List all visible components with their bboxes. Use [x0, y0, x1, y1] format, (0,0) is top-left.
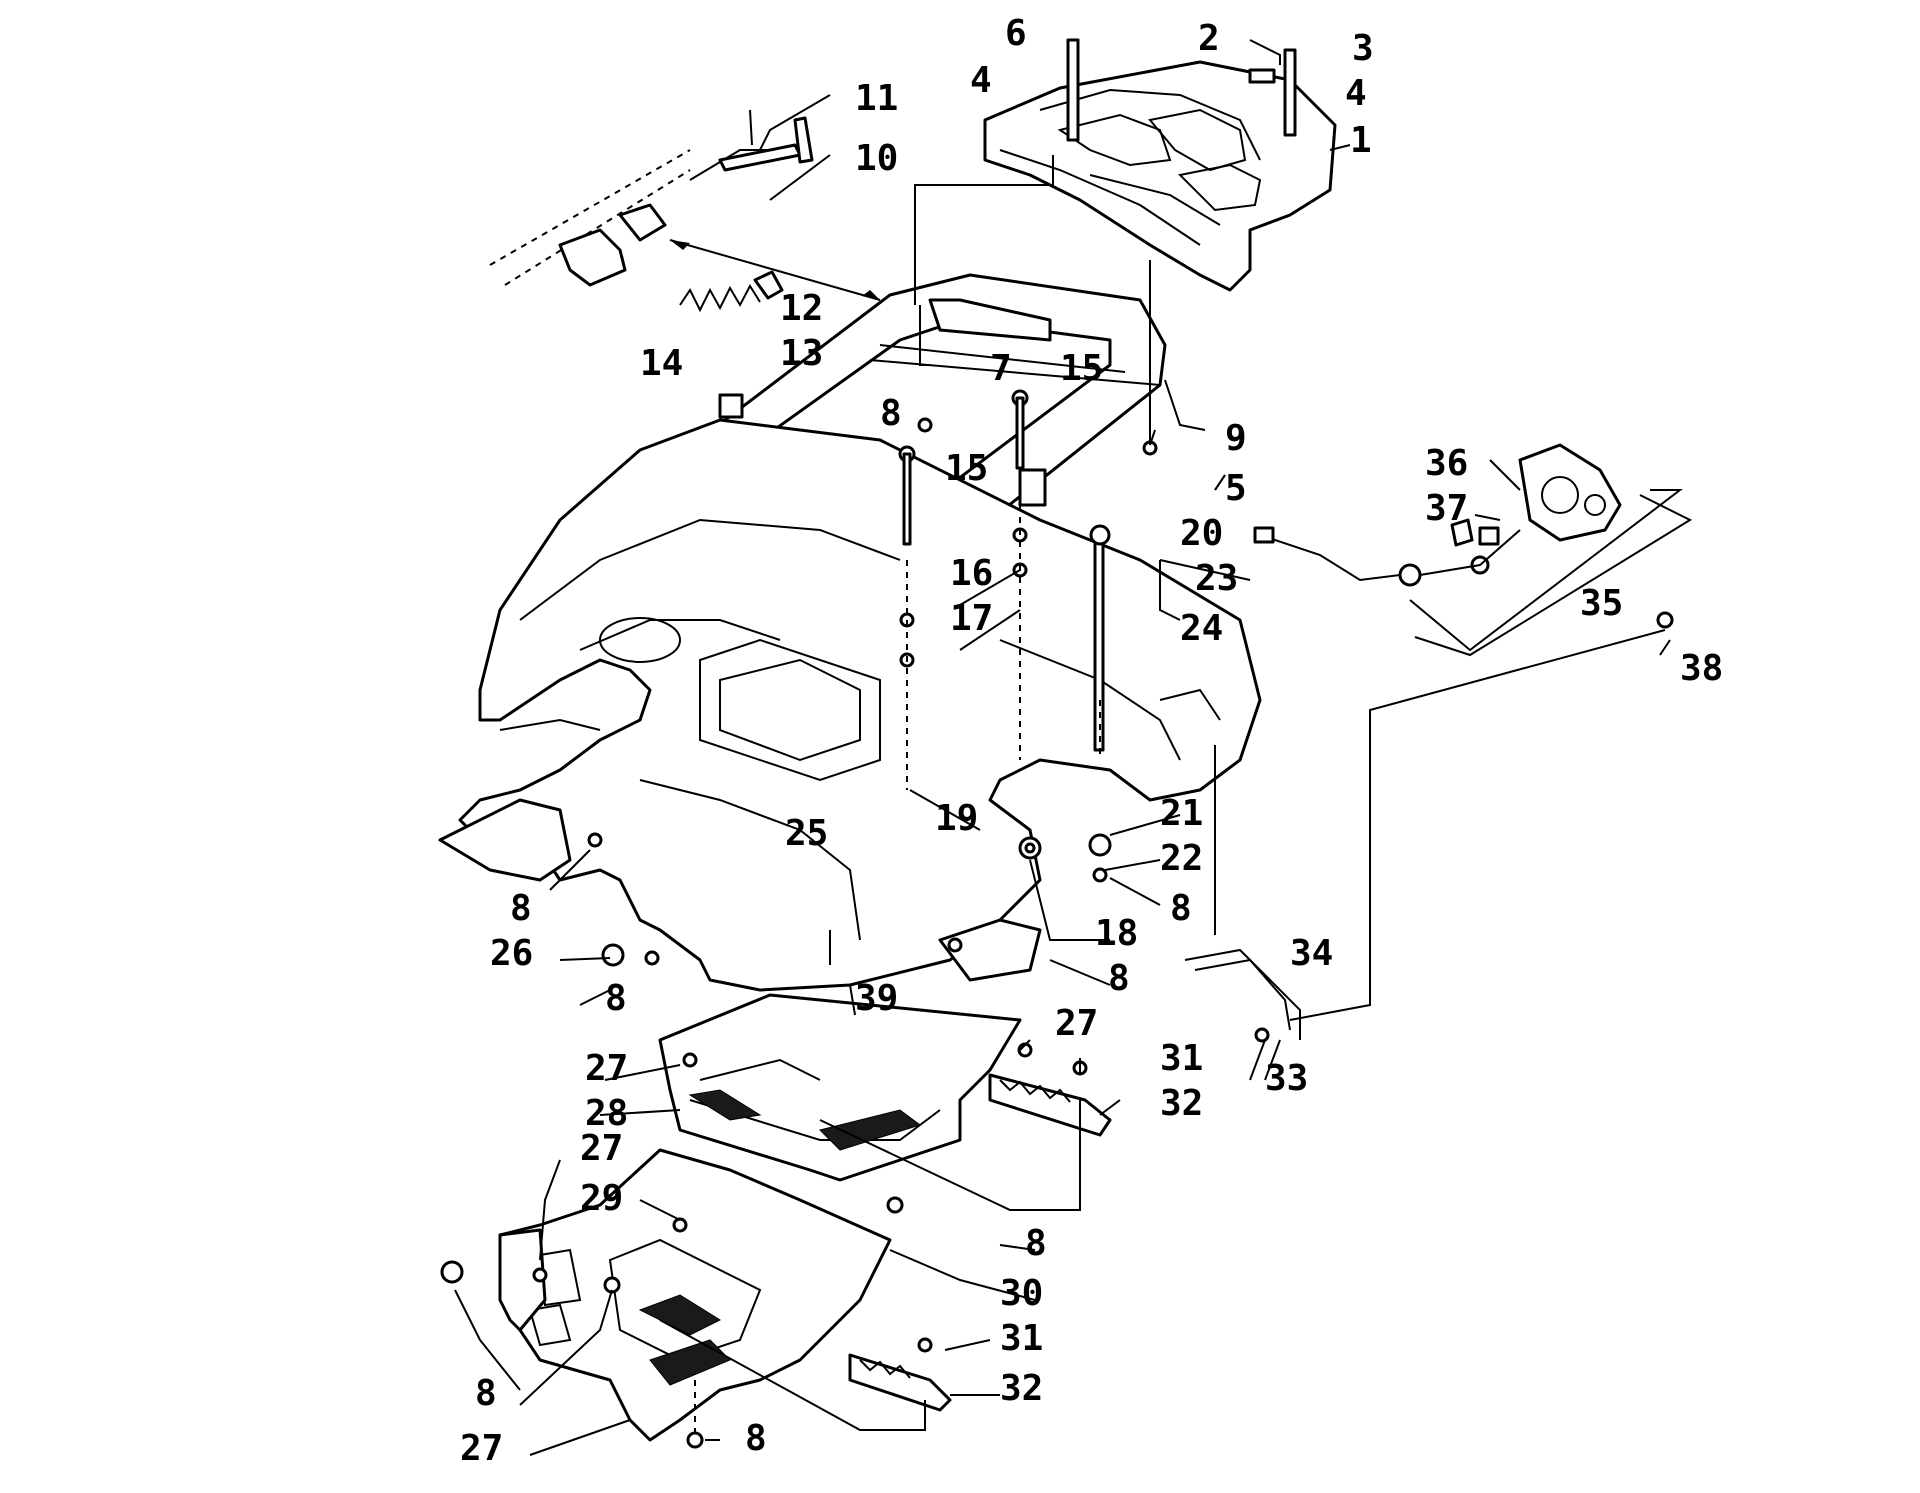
callout-12: 12	[780, 288, 823, 329]
callout-3: 3	[1352, 28, 1374, 69]
callout-11: 11	[855, 78, 898, 119]
callout-4a: 4	[970, 60, 992, 101]
callout-36: 36	[1425, 443, 1468, 484]
footwell-part-28	[658, 993, 1022, 1182]
left-side-panel	[498, 1228, 547, 1332]
step-plate-part-32-upper	[988, 1073, 1112, 1137]
callout-25: 25	[785, 813, 828, 854]
callout-8c: 8	[605, 978, 627, 1019]
callout-leaders	[454, 39, 1671, 1456]
callout-8d: 8	[1170, 888, 1192, 929]
callout-1: 1	[1350, 120, 1372, 161]
callout-8b: 8	[510, 888, 532, 929]
callout-29: 29	[580, 1178, 623, 1219]
callout-33: 33	[1265, 1058, 1308, 1099]
callout-4b: 4	[1345, 73, 1367, 114]
callout-2: 2	[1198, 18, 1220, 59]
callout-16: 16	[950, 553, 993, 594]
headlight-assembly-part-35	[1253, 443, 1622, 587]
callout-8e: 8	[1108, 958, 1130, 999]
callout-15b: 15	[945, 448, 988, 489]
callout-8g: 8	[475, 1373, 497, 1414]
callout-38: 38	[1680, 648, 1723, 689]
callout-23: 23	[1195, 558, 1238, 599]
callout-8a: 8	[880, 393, 902, 434]
callout-8h: 8	[745, 1418, 767, 1459]
callout-27a: 27	[1055, 1003, 1098, 1044]
spring-part-13	[679, 283, 761, 313]
callout-27c: 27	[580, 1128, 623, 1169]
callout-20: 20	[1180, 513, 1223, 554]
callout-24: 24	[1180, 608, 1223, 649]
footwell-part-30	[498, 1148, 892, 1442]
callout-9: 9	[1225, 418, 1247, 459]
callout-37: 37	[1425, 488, 1468, 529]
callout-17: 17	[950, 598, 993, 639]
callout-13: 13	[780, 333, 823, 374]
callout-35: 35	[1580, 583, 1623, 624]
callout-31b: 31	[1000, 1318, 1043, 1359]
callout-28: 28	[585, 1093, 628, 1134]
callout-27d: 27	[460, 1428, 503, 1469]
callout-31a: 31	[1160, 1038, 1203, 1079]
hitch-area	[489, 109, 881, 313]
harness-part-34	[1184, 948, 1301, 1040]
callout-19: 19	[935, 798, 978, 839]
rear-fender-body	[438, 418, 1262, 992]
callout-26: 26	[490, 933, 533, 974]
callout-6: 6	[1005, 13, 1027, 54]
callout-22: 22	[1160, 838, 1203, 879]
cargo-panel-part-1	[983, 60, 1337, 292]
callout-8f: 8	[1025, 1223, 1047, 1264]
callout-32b: 32	[1000, 1368, 1043, 1409]
callout-14: 14	[640, 343, 683, 384]
leader-lines	[659, 155, 1693, 1440]
callout-5: 5	[1225, 468, 1247, 509]
callout-7: 7	[990, 348, 1012, 389]
callout-numbers: 1 2 3 4 4 5 6 7 8 8 8 8 8 8 8 8 9 10 11 …	[460, 13, 1723, 1469]
callout-32a: 32	[1160, 1083, 1203, 1124]
callout-39: 39	[855, 978, 898, 1019]
callout-34: 34	[1290, 933, 1333, 974]
callout-18: 18	[1095, 913, 1138, 954]
callout-21: 21	[1160, 793, 1203, 834]
callout-27b: 27	[585, 1048, 628, 1089]
callout-15a: 15	[1060, 348, 1103, 389]
callout-10: 10	[855, 138, 898, 179]
callout-30: 30	[1000, 1273, 1043, 1314]
step-plate-part-32-lower	[848, 1353, 952, 1412]
